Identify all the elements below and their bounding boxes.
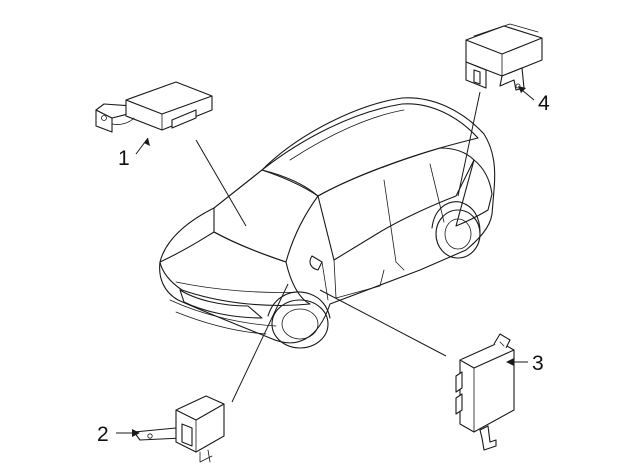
- part-1-control-module: [95, 81, 213, 133]
- part-2-sensor: [133, 395, 225, 463]
- callout-label-3: 3: [532, 352, 544, 375]
- arrow-1-icon: [144, 138, 150, 146]
- part-4-control-module: [465, 23, 543, 91]
- leader-line-2: [231, 283, 289, 403]
- callout-label-4: 4: [538, 92, 550, 115]
- arrow-3-icon: [506, 358, 514, 366]
- callout-label-2: 2: [97, 423, 109, 446]
- leader-line-4: [457, 91, 481, 197]
- part-3-control-module: [455, 333, 515, 451]
- callout-label-1: 1: [118, 147, 130, 170]
- leader-line-1: [195, 139, 247, 227]
- leader-lines: [195, 91, 481, 403]
- arrow-2-icon: [132, 429, 140, 437]
- vehicle-illustration: [159, 97, 496, 349]
- callout-arrows: [116, 86, 535, 437]
- leader-line-3: [319, 289, 447, 357]
- arrow-4-icon: [518, 86, 526, 93]
